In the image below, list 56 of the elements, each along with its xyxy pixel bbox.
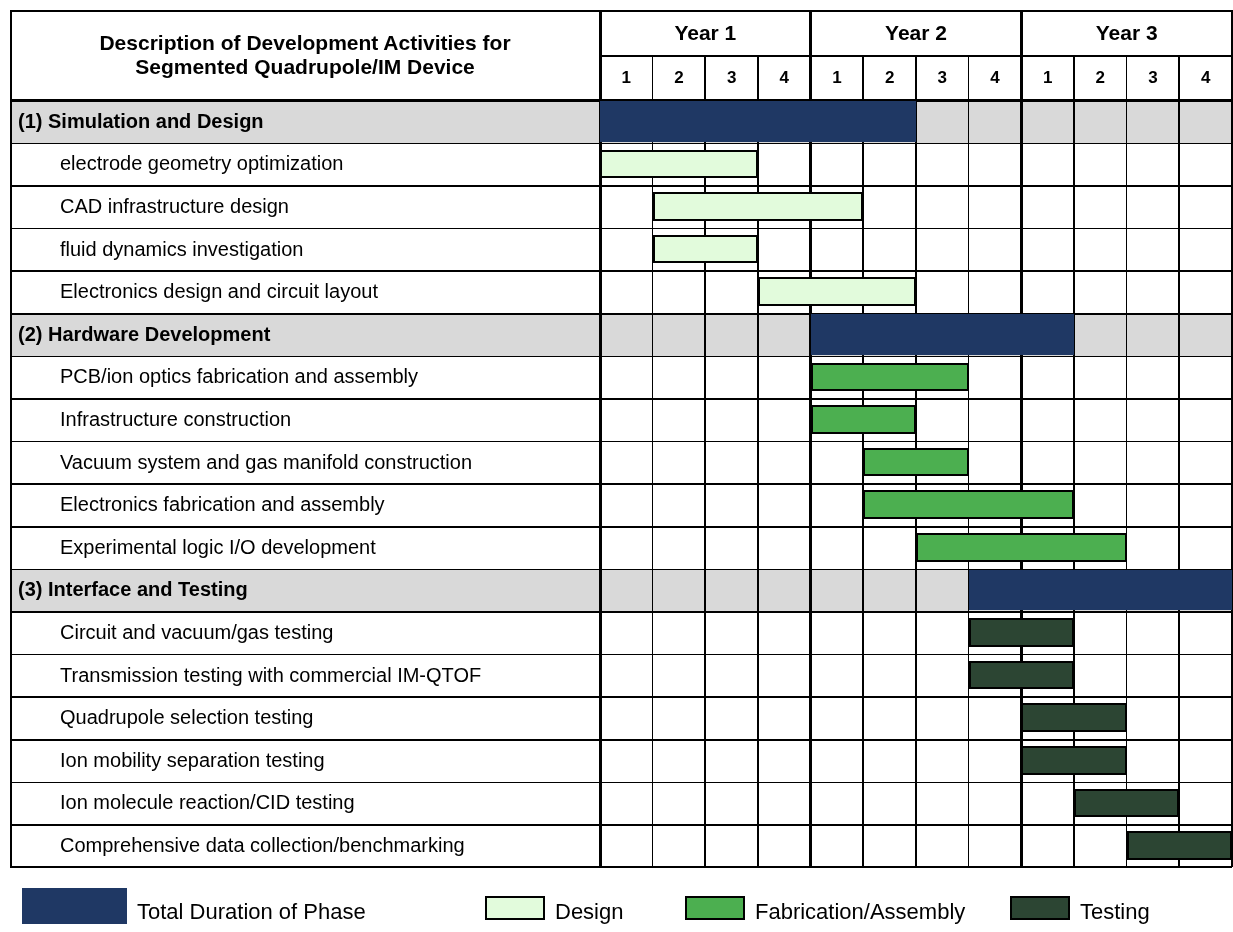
quarter-header: 1 (620, 66, 633, 89)
task-bar (810, 405, 916, 434)
task-bar (863, 447, 969, 477)
task-name: Circuit and vacuum/gas testing (60, 620, 334, 645)
task-name: Transmission testing with commercial IM-QTOF (60, 662, 482, 688)
task-name: PCB/ion optics fabrication and assembly (60, 364, 418, 390)
task-bar (1021, 703, 1127, 732)
legend-label: Fabrication/Assembly (755, 898, 966, 926)
task-bar (652, 192, 864, 221)
quarter-header: 4 (778, 66, 791, 89)
year-header: Year 2 (884, 19, 948, 46)
task-bar (1021, 746, 1127, 775)
quarter-header: 4 (989, 66, 1001, 89)
legend-label: Total Duration of Phase (137, 898, 366, 926)
task-bar (1126, 831, 1232, 860)
task-bar (863, 490, 1074, 519)
task-bar (916, 533, 1127, 562)
phase-duration-bar (810, 314, 1074, 355)
task-bar (600, 149, 758, 179)
phase-duration-bar (968, 569, 1233, 611)
quarter-header: 3 (725, 66, 738, 89)
task-bar (758, 277, 916, 306)
legend-label: Testing (1080, 898, 1150, 926)
task-name: Electronics fabrication and assembly (60, 492, 385, 518)
year-header: Year 3 (1094, 19, 1159, 46)
task-name: Vacuum system and gas manifold construction (60, 449, 473, 475)
task-name: CAD infrastructure design (60, 194, 289, 219)
quarter-header: 1 (1041, 66, 1054, 89)
task-bar (810, 362, 969, 392)
task-name: Ion mobility separation testing (60, 747, 325, 773)
phase-heading: (1) Simulation and Design (18, 108, 264, 134)
quarter-header: 3 (936, 66, 949, 89)
quarter-header: 2 (673, 66, 685, 89)
phase-heading: (2) Hardware Development (18, 321, 271, 347)
task-name: Comprehensive data collection/benchmarking (60, 833, 465, 858)
phase-duration-bar (600, 101, 916, 142)
quarter-header: 4 (1199, 66, 1212, 89)
task-bar (652, 234, 758, 264)
task-name: Experimental logic I/O development (60, 534, 376, 560)
task-name: electrode geometry optimization (60, 151, 344, 177)
year-header: Year 1 (673, 19, 738, 46)
legend-label: Design (555, 898, 624, 926)
task-bar (1074, 788, 1180, 818)
task-name: Infrastructure construction (60, 407, 292, 432)
task-name: Ion molecule reaction/CID testing (60, 790, 355, 816)
quarter-header: 2 (1094, 66, 1107, 89)
task-name: fluid dynamics investigation (60, 236, 304, 262)
task-bar (968, 618, 1074, 647)
task-name: Electronics design and circuit layout (60, 279, 378, 305)
quarter-header: 2 (883, 66, 896, 89)
task-bar (968, 660, 1074, 690)
quarter-header: 1 (831, 66, 843, 89)
quarter-header: 3 (1147, 66, 1159, 89)
task-name: Quadrupole selection testing (60, 705, 314, 731)
phase-heading: (3) Interface and Testing (18, 577, 248, 603)
column-header: Description of Development Activities for Segmented Quadrupole/IM Device (98, 30, 512, 80)
